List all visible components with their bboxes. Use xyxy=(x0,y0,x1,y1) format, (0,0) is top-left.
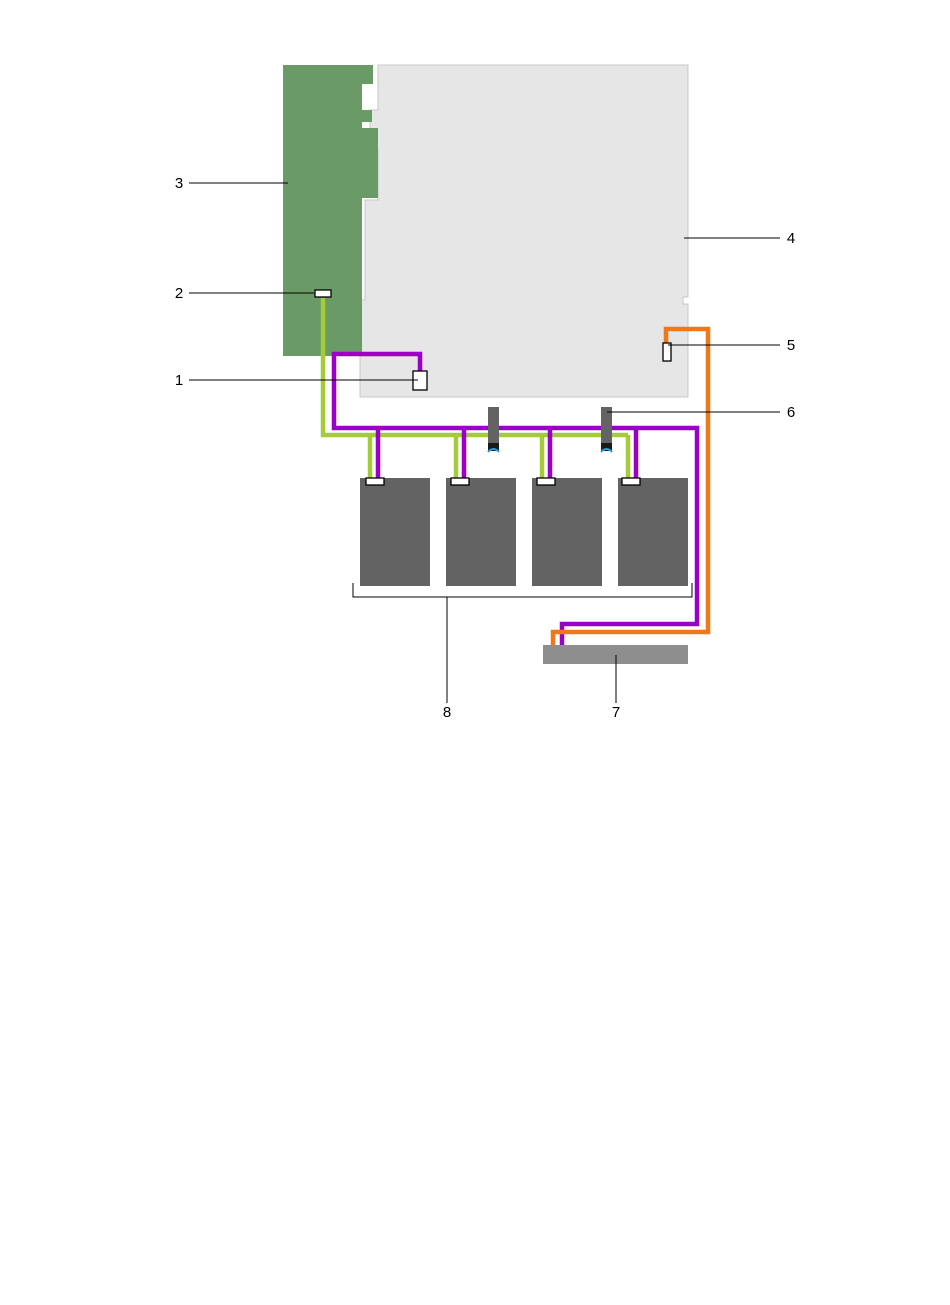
callout-8: 8 xyxy=(443,704,451,721)
callout-3: 3 xyxy=(175,175,183,192)
callout-6: 6 xyxy=(787,404,795,421)
signal-connector-system-board xyxy=(663,343,671,361)
cable-clip-left xyxy=(488,407,499,452)
drive-1 xyxy=(360,478,430,586)
callout-2: 2 xyxy=(175,285,183,302)
cable-clip-right xyxy=(601,407,612,452)
system-board xyxy=(360,65,688,397)
callout-5: 5 xyxy=(787,337,795,354)
drive-3 xyxy=(532,478,602,586)
drive-connector xyxy=(366,478,384,485)
drive-connector xyxy=(622,478,640,485)
callout-1: 1 xyxy=(175,372,183,389)
drive-4 xyxy=(618,478,688,586)
callout-4: 4 xyxy=(787,230,795,247)
callout-7: 7 xyxy=(612,704,620,721)
drive-connector xyxy=(451,478,469,485)
riser-connector xyxy=(315,290,331,297)
drive-connector xyxy=(537,478,555,485)
drive-2 xyxy=(446,478,516,586)
